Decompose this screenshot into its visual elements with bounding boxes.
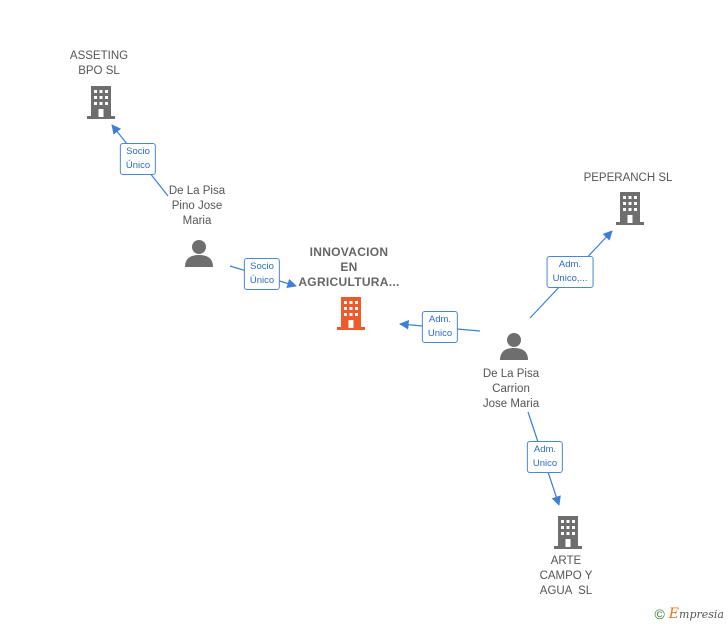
person-icon[interactable]	[184, 238, 214, 268]
brand-name: Empresia	[668, 606, 724, 622]
person-icon[interactable]	[499, 331, 529, 361]
node-label-peperanch[interactable]: PEPERANCH SL	[583, 172, 673, 184]
edge-label-carrion-peperanch: Adm.Unico,...	[546, 256, 594, 288]
edge-label-carrion-innovacion: Adm.Unico	[421, 311, 459, 343]
building-icon[interactable]	[615, 191, 645, 225]
building-icon[interactable]	[336, 296, 366, 330]
node-label-arte[interactable]: ARTE CAMPO Y AGUA SL	[539, 555, 593, 597]
building-icon[interactable]	[86, 85, 116, 119]
node-label-asseting[interactable]: ASSETING BPO SL	[69, 50, 129, 77]
node-label-carrion[interactable]: De La Pisa Carrion Jose Maria	[482, 368, 540, 410]
brand-watermark: © Empresia	[654, 606, 724, 622]
building-icon[interactable]	[553, 515, 583, 549]
node-label-pino[interactable]: De La Pisa Pino Jose Maria	[168, 185, 226, 227]
edge-label-carrion-arte: Adm.Unico	[526, 441, 564, 473]
copyright-icon: ©	[654, 606, 665, 622]
node-label-innovacion[interactable]: INNOVACION EN AGRICULTURA...	[298, 245, 400, 289]
